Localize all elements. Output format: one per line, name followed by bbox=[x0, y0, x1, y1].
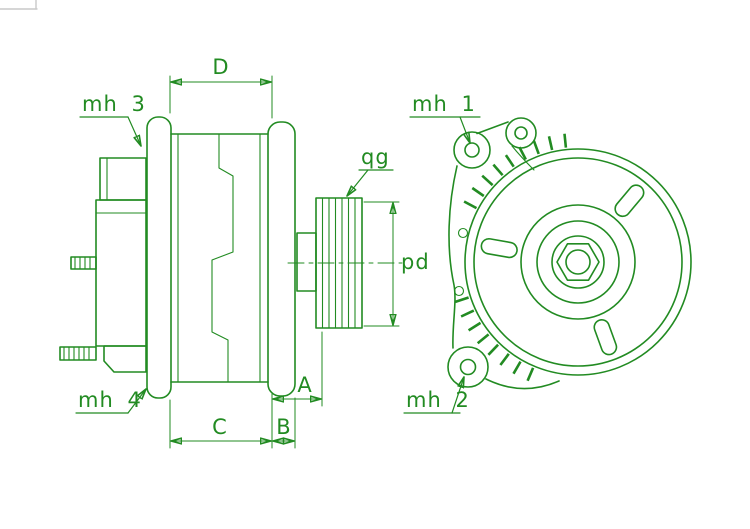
terminal-stud-top bbox=[70, 256, 97, 270]
shaft-center bbox=[565, 249, 591, 275]
rear-housing bbox=[95, 157, 147, 373]
dim-D-label: D bbox=[212, 55, 229, 79]
callout-mh2: mh 2 bbox=[403, 377, 470, 414]
dim-D: D bbox=[169, 55, 273, 119]
mounting-hole-1 bbox=[464, 142, 480, 158]
dim-B-label: B bbox=[276, 415, 291, 439]
spoke-slots bbox=[480, 184, 645, 356]
callout-qg-label: qg bbox=[361, 145, 390, 169]
mounting-lug-1 bbox=[453, 131, 491, 169]
pulley-rim-inner bbox=[473, 157, 683, 367]
callout-mh1: mh 1 bbox=[409, 92, 481, 143]
rivet-1 bbox=[457, 227, 469, 239]
pulley-hub-mid bbox=[536, 220, 620, 304]
bracket-bottom-edge bbox=[485, 378, 560, 390]
callout-mh4-label: mh 4 bbox=[78, 388, 142, 412]
mounting-hole-2 bbox=[459, 358, 477, 376]
mounting-hole-top bbox=[514, 126, 528, 140]
shaft-nut bbox=[556, 243, 600, 282]
dim-C-label: C bbox=[212, 415, 228, 439]
bracket-top-edge bbox=[476, 121, 509, 135]
callout-qg: qg bbox=[347, 145, 394, 196]
rear-mounting-flange bbox=[267, 121, 296, 397]
mounting-lug-2 bbox=[447, 346, 489, 388]
dim-B: B bbox=[273, 397, 296, 449]
callout-mh3-label: mh 3 bbox=[82, 92, 146, 116]
callout-mh4: mh 4 bbox=[75, 388, 146, 414]
callout-mh2-label: mh 2 bbox=[406, 388, 470, 412]
dimensions: D C B A pd bbox=[169, 55, 430, 449]
dim-C: C bbox=[169, 393, 273, 449]
terminal-stud-bottom bbox=[59, 346, 97, 361]
mounting-bracket bbox=[447, 117, 568, 390]
vent-slots bbox=[454, 133, 568, 382]
dim-pd-label: pd bbox=[401, 250, 430, 274]
dim-pd: pd bbox=[363, 201, 430, 327]
pulley-front bbox=[464, 148, 692, 376]
mounting-lug-top bbox=[505, 117, 537, 149]
callouts: mh 3 mh 4 qg mh 1 mh 2 bbox=[75, 92, 481, 414]
pulley-hub-inner bbox=[551, 235, 605, 289]
dim-A-label: A bbox=[297, 373, 312, 397]
side-view bbox=[59, 116, 403, 399]
callout-mh3: mh 3 bbox=[79, 92, 146, 146]
callout-mh1-label: mh 1 bbox=[412, 92, 476, 116]
front-mounting-flange bbox=[146, 116, 172, 399]
bracket-left-edge bbox=[448, 165, 458, 349]
bracket-upper-joint bbox=[511, 145, 535, 171]
dim-A: A bbox=[273, 331, 323, 407]
pulley-hub-outer bbox=[520, 204, 636, 320]
front-view bbox=[447, 117, 692, 390]
scan-artifact bbox=[0, 0, 38, 10]
alternator-body bbox=[170, 133, 269, 383]
rivet-2 bbox=[453, 285, 465, 297]
pulley-rim-outer bbox=[464, 148, 692, 376]
